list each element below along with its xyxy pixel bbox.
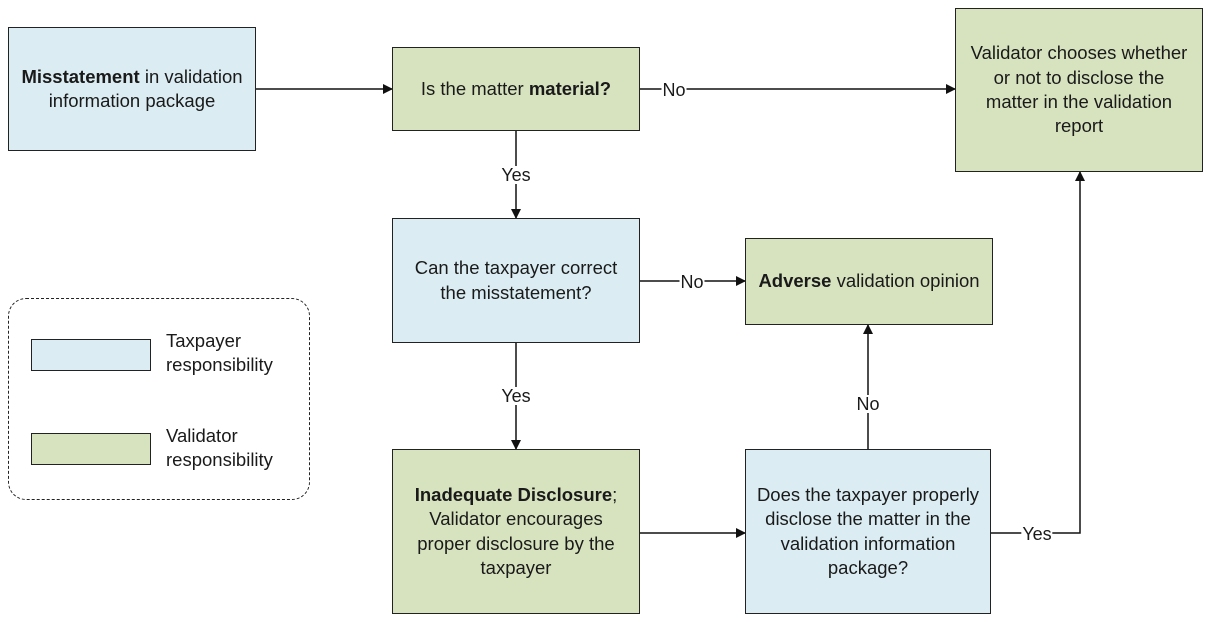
- node-is-material: Is the matter material?: [392, 47, 640, 131]
- legend-swatch-taxpayer: [31, 339, 151, 371]
- label-material-yes: Yes: [500, 165, 532, 185]
- node-can-correct: Can the taxpayer correct the misstatemen…: [392, 218, 640, 343]
- node-inadequate-disclosure: Inadequate Disclosure; Validator encoura…: [392, 449, 640, 614]
- label-properly-yes: Yes: [1021, 524, 1053, 544]
- node-adverse-opinion: Adverse validation opinion: [745, 238, 993, 325]
- label-material-no: No: [661, 80, 687, 100]
- legend-label-validator: Validator responsibility: [166, 425, 273, 471]
- label-correct-yes: Yes: [500, 386, 532, 406]
- legend-label-taxpayer: Taxpayer responsibility: [166, 330, 273, 376]
- edge-properly-yes: [991, 171, 1085, 534]
- legend-swatch-validator: [31, 433, 151, 465]
- node-validator-chooses: Validator chooses whether or not to disc…: [955, 8, 1203, 172]
- label-correct-no: No: [679, 272, 705, 292]
- legend: Taxpayer responsibility Validator respon…: [8, 298, 310, 500]
- label-properly-no: No: [855, 394, 881, 414]
- node-misstatement: Misstatement in validation information p…: [8, 27, 256, 151]
- node-properly-disclose: Does the taxpayer properly disclose the …: [745, 449, 991, 614]
